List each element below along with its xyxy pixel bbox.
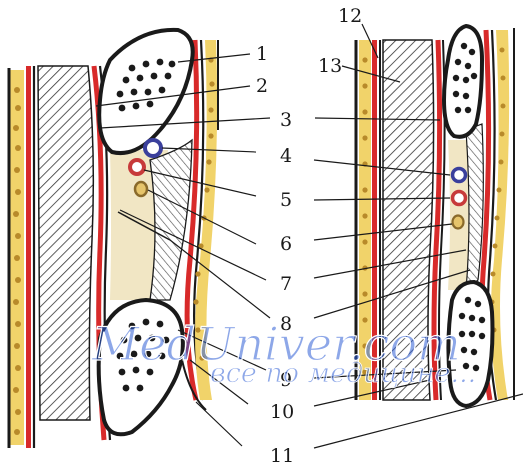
- leader-11-right: [314, 394, 523, 448]
- label-4: 4: [280, 145, 292, 167]
- label-6: 6: [280, 233, 292, 255]
- label-1: 1: [256, 43, 268, 65]
- watermark-tagline: все по медицине...: [210, 358, 476, 389]
- left-hatched-muscle: [38, 66, 93, 420]
- label-13: 13: [318, 55, 342, 77]
- right-artery-circle: [453, 192, 466, 205]
- left-nerve-circle: [145, 140, 161, 156]
- left-deep-muscle: [150, 140, 192, 300]
- label-5: 5: [280, 189, 292, 211]
- leader-11-left: [196, 402, 242, 446]
- right-deep-muscle: [466, 124, 483, 290]
- right-vein-oval: [453, 216, 464, 229]
- right-upper-bone: [444, 26, 482, 137]
- left-artery-circle: [130, 160, 144, 174]
- right-nerve-circle: [453, 169, 466, 182]
- label-7: 7: [280, 273, 292, 295]
- left-red-layer: [26, 66, 31, 448]
- label-2: 2: [256, 75, 268, 97]
- left-figure: [9, 30, 218, 448]
- label-3: 3: [280, 109, 292, 131]
- label-12: 12: [338, 5, 362, 27]
- label-11: 11: [270, 445, 294, 467]
- left-vein-oval: [135, 182, 147, 196]
- label-10: 10: [270, 401, 294, 423]
